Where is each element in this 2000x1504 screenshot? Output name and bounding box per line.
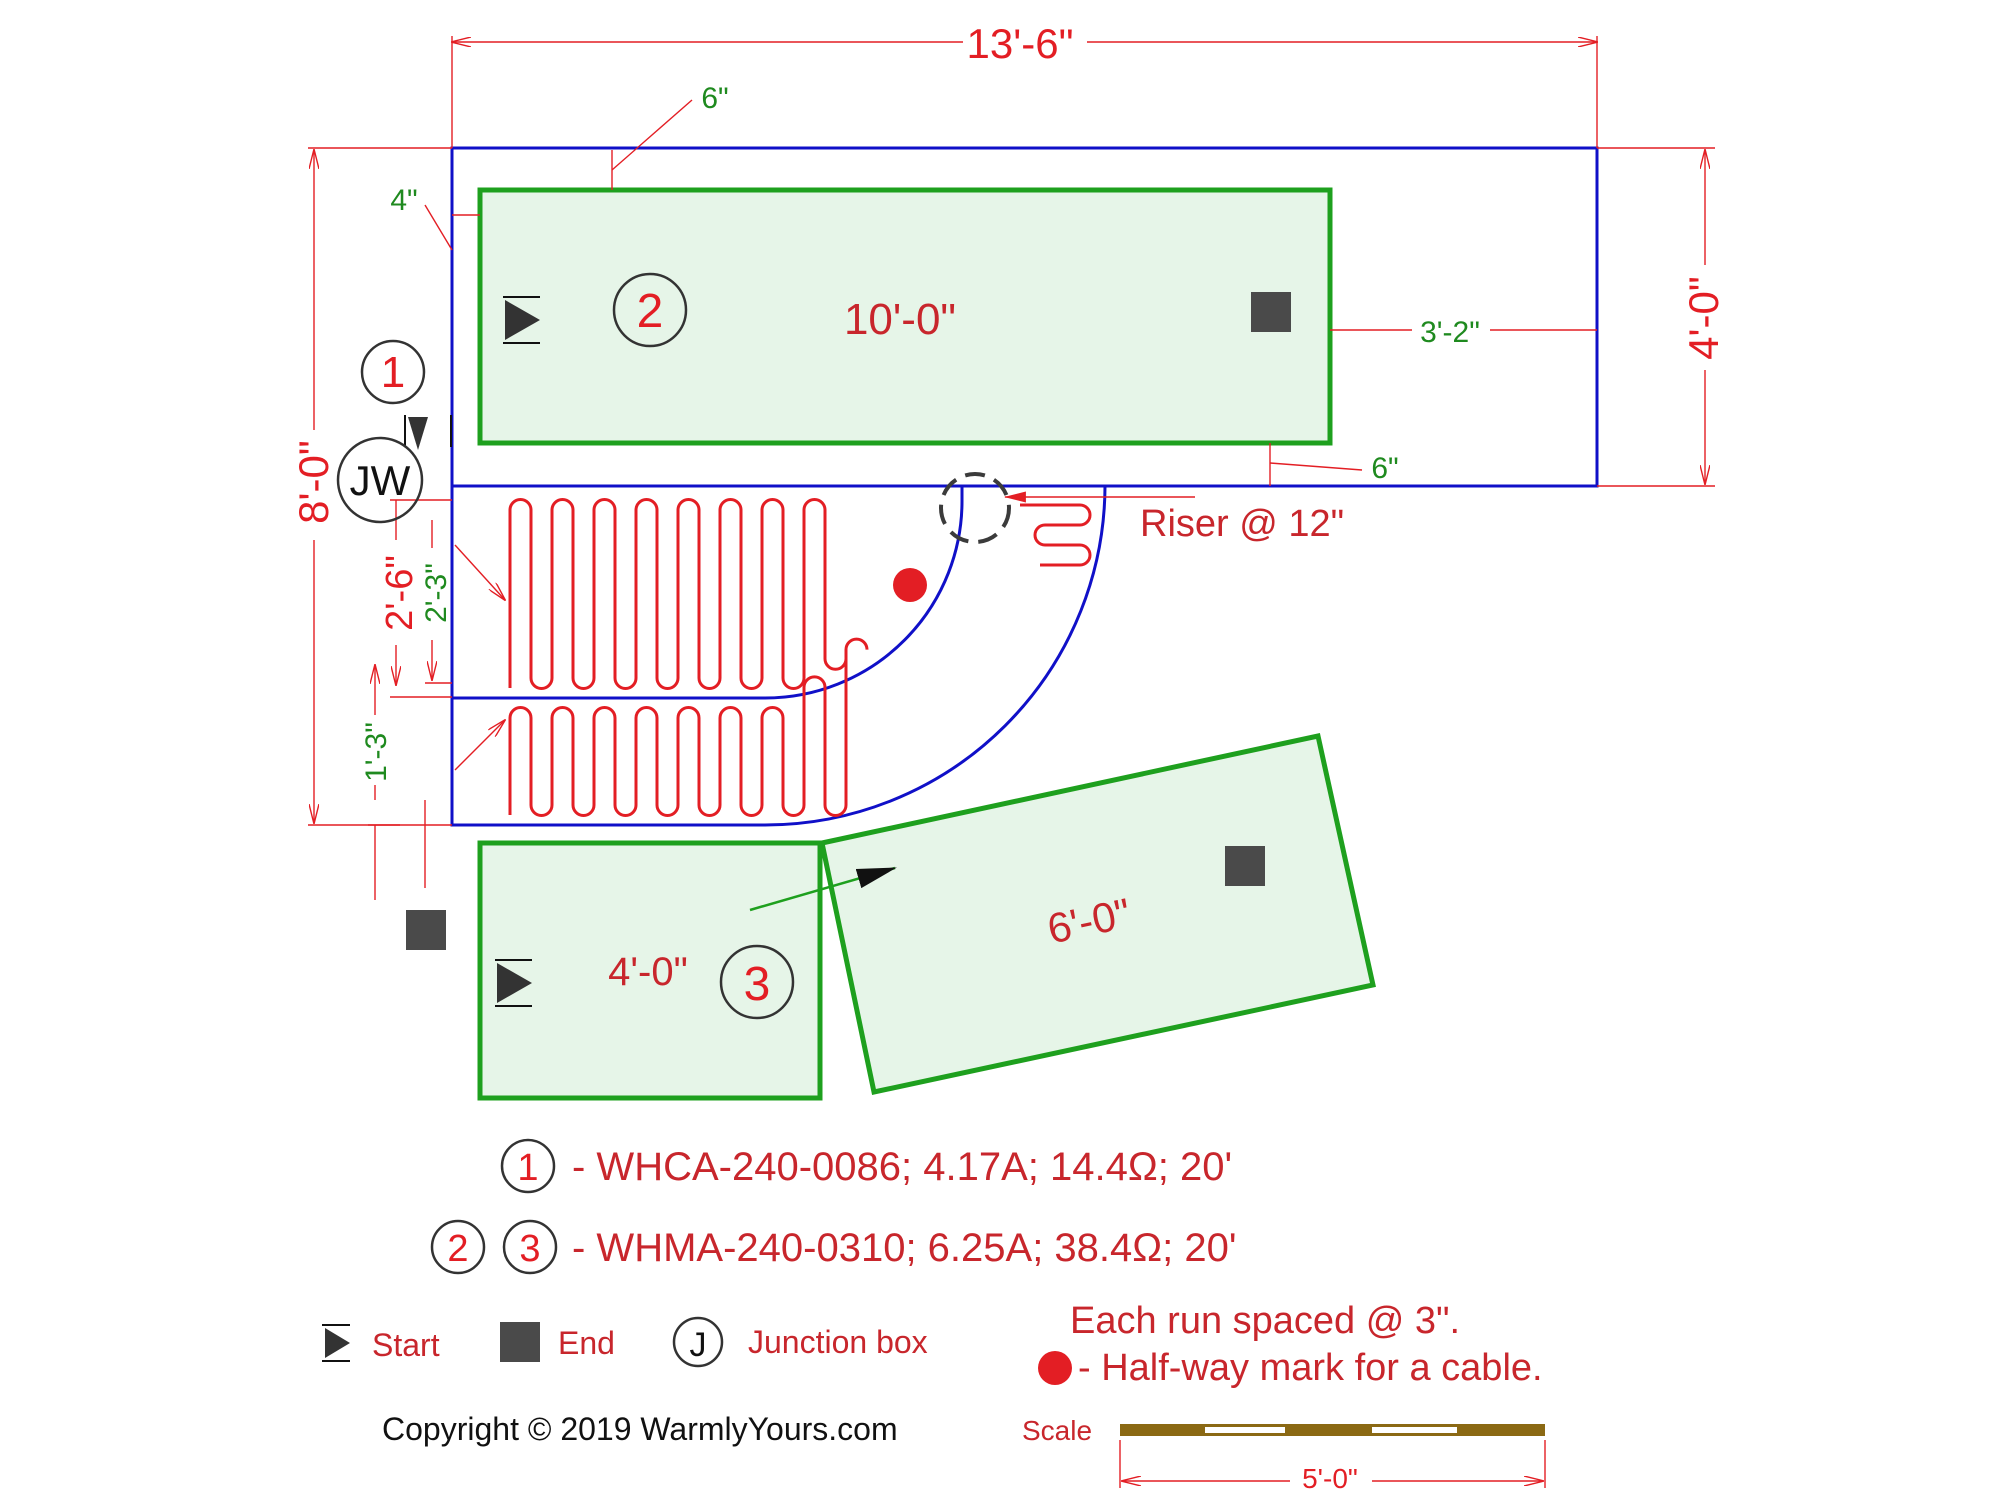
dim-2-6: 2'-6" [379,555,421,631]
dim-1-3: 1'-3" [360,722,393,782]
mat-3 [477,733,1376,1101]
legend-junction-box: Junction box [748,1324,928,1360]
dim-4-left: 4" [390,184,417,217]
end-square-icon [1251,292,1291,332]
legend-line-2: - WHMA-240-0310; 6.25A; 38.4Ω; 20' [572,1226,1237,1270]
mat-3a-length: 4'-0" [608,950,688,994]
scale-label: Scale [1022,1415,1092,1446]
dimension-lines [308,36,1715,900]
circuit-2-label: 2 [637,285,664,338]
mat-3-connector-arrow [749,866,897,912]
legend-num-3: 3 [519,1228,540,1270]
legend-num-2: 2 [447,1228,468,1270]
end-square-icon [406,910,446,950]
room-outline [450,146,1599,827]
legend-num-1: 1 [517,1147,538,1189]
junction-box-label: JW [350,457,411,504]
dim-overall-depth: 8'-0" [290,440,337,524]
spacing-note: Each run spaced @ 3". [1070,1300,1460,1342]
end-square-icon [1225,846,1265,886]
legend-start: Start [372,1327,440,1363]
dim-6-bottom: 6" [1371,452,1398,485]
circuit-badges [336,272,795,1368]
mat-2 [477,187,1333,446]
junction-box-icon: J [690,1326,707,1364]
legend-end: End [558,1325,615,1361]
dim-6-top: 6" [701,82,728,115]
mat-2-length: 10'-0" [844,295,956,344]
end-square-icon [500,1322,540,1362]
scale-bar [1119,1424,1546,1488]
start-triangle-icon [495,959,532,1007]
circuit-3-label: 3 [744,958,771,1011]
halfway-dot-icon [1038,1351,1072,1385]
start-triangle-icon [503,296,540,344]
dim-overall-width: 13'-6" [967,20,1074,67]
dim-2-3: 2'-3" [420,563,453,623]
halfway-note: - Half-way mark for a cable. [1078,1347,1543,1389]
riser-icon [939,472,1011,544]
halfway-dot-icon [893,568,927,602]
scale-length: 5'-0" [1302,1463,1358,1494]
dim-3-2: 3'-2" [1420,316,1480,349]
start-triangle-icon [404,415,452,450]
copyright: Copyright © 2019 WarmlyYours.com [382,1411,898,1447]
dim-room-depth: 4'-0" [1680,276,1727,360]
riser-label: Riser @ 12" [1140,503,1344,545]
circuit-1-label: 1 [381,348,405,397]
start-triangle-icon [322,1324,350,1362]
legend-line-1: - WHCA-240-0086; 4.17A; 14.4Ω; 20' [572,1145,1232,1189]
cable-circuit-1 [508,498,1092,817]
